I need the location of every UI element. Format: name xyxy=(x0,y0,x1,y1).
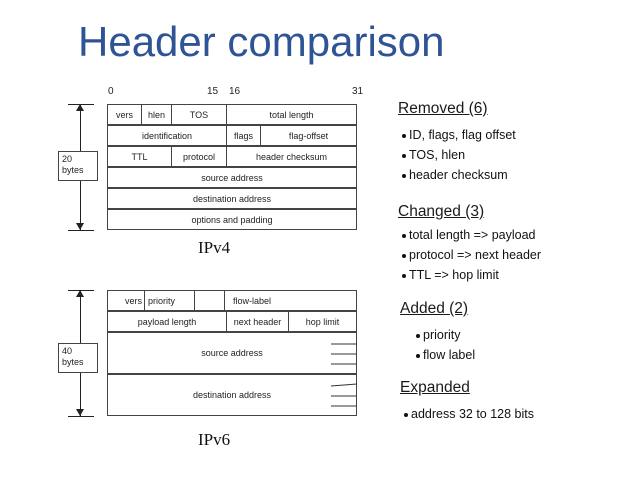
bullet-icon xyxy=(402,133,406,138)
ipv6-bytes-label: 40 bytes xyxy=(58,343,98,373)
ipv4-header-checksum-field: header checksum xyxy=(226,147,356,166)
ipv4-bytes-unit: bytes xyxy=(62,165,84,175)
ipv6-row-1: vers priority flow-label xyxy=(107,290,357,311)
ipv6-arrow-up-icon xyxy=(76,290,84,297)
ipv6-bytes-number: 40 xyxy=(62,346,73,356)
ipv4-bracket-bottom-tick xyxy=(68,230,94,231)
added-item-2-text: flow label xyxy=(423,348,476,362)
ipv4-arrow-down-icon xyxy=(76,223,84,230)
removed-item-3-text: header checksum xyxy=(409,168,508,182)
ipv6-next-header-field: next header xyxy=(226,312,288,331)
ipv6-row-2: payload length next header hop limit xyxy=(107,311,357,332)
changed-item-2-text: protocol => next header xyxy=(409,248,542,262)
bullet-icon xyxy=(402,253,406,258)
ipv6-destination-address-row: destination address xyxy=(107,374,357,416)
removed-item-2-text: TOS, hlen xyxy=(409,148,466,162)
ipv4-hlen-field: hlen xyxy=(141,105,171,124)
bullet-icon xyxy=(402,153,406,158)
bit-label-31: 31 xyxy=(352,86,364,97)
bullet-icon xyxy=(416,333,420,338)
added-item-1-text: priority xyxy=(423,328,461,342)
ipv4-tos-field: TOS xyxy=(171,105,226,124)
bullet-icon xyxy=(404,412,408,417)
ipv6-destination-address-field: destination address xyxy=(192,390,272,400)
page-title: Header comparison xyxy=(78,18,445,65)
changed-heading: Changed (3) xyxy=(398,203,485,220)
expanded-heading: Expanded xyxy=(400,379,470,396)
ipv6-header: vers priority flow-label payload length … xyxy=(107,290,357,416)
changed-item-1-text: total length => payload xyxy=(409,228,536,242)
ipv4-bytes-number: 20 xyxy=(62,154,73,164)
ipv6-bytes-unit: bytes xyxy=(62,357,84,367)
ipv4-source-address-field: source address xyxy=(201,172,263,183)
ipv6-payload-length-field: payload length xyxy=(137,316,197,327)
ipv6-arrow-down-icon xyxy=(76,409,84,416)
ipv6-flow-label-field: flow-label xyxy=(224,291,356,310)
ipv4-vers-field: vers xyxy=(115,109,133,120)
bullet-icon xyxy=(402,173,406,178)
ipv6-vers-field: vers xyxy=(124,295,142,306)
ipv4-row-3: TTL protocol header checksum xyxy=(107,146,357,167)
ipv4-row-2: identification flags flag-offset xyxy=(107,125,357,146)
ipv4-flags-field: flags xyxy=(226,126,260,145)
removed-item-2: TOS, hlen xyxy=(402,148,465,162)
ipv4-destination-address-field: destination address xyxy=(192,193,272,204)
ipv4-header: vers hlen TOS total length identificatio… xyxy=(107,104,357,230)
ipv6-priority-spacer xyxy=(194,291,224,310)
ipv6-source-address-field: source address xyxy=(201,348,263,358)
ipv4-protocol-field: protocol xyxy=(171,147,226,166)
removed-heading: Removed (6) xyxy=(398,100,488,117)
removed-item-1: ID, flags, flag offset xyxy=(402,128,516,142)
added-item-1: priority xyxy=(416,328,461,342)
ipv4-options-field: options and padding xyxy=(191,214,273,225)
changed-item-3: TTL => hop limit xyxy=(402,268,499,282)
ipv6-caption: IPv6 xyxy=(198,430,231,449)
ipv4-arrow-up-icon xyxy=(76,104,84,111)
expanded-item-1-text: address 32 to 128 bits xyxy=(411,407,534,421)
removed-item-3: header checksum xyxy=(402,168,508,182)
bullet-icon xyxy=(402,273,406,278)
ipv6-address-expansion-lines xyxy=(330,343,358,407)
removed-item-1-text: ID, flags, flag offset xyxy=(409,128,516,142)
expanded-item-1: address 32 to 128 bits xyxy=(404,407,534,421)
ipv6-hop-limit-field: hop limit xyxy=(288,312,356,331)
changed-item-1: total length => payload xyxy=(402,228,536,242)
ipv4-caption: IPv4 xyxy=(198,238,231,257)
ipv4-flag-offset-field: flag-offset xyxy=(260,126,356,145)
ipv4-row-1: vers hlen TOS total length xyxy=(107,104,357,125)
bullet-icon xyxy=(402,233,406,238)
bullet-icon xyxy=(416,353,420,358)
ipv4-destination-address-row: destination address xyxy=(107,188,357,209)
ipv6-bracket-bottom-tick xyxy=(68,416,94,417)
bit-label-0: 0 xyxy=(108,86,114,97)
bit-label-15: 15 xyxy=(207,86,219,97)
ipv6-priority-field: priority xyxy=(144,291,194,310)
ipv6-source-address-row: source address xyxy=(107,332,357,374)
added-heading: Added (2) xyxy=(400,300,469,317)
added-item-2: flow label xyxy=(416,348,475,362)
changed-item-2: protocol => next header xyxy=(402,248,541,262)
ipv4-ttl-field: TTL xyxy=(131,151,148,162)
ipv4-options-row: options and padding xyxy=(107,209,357,230)
ipv4-bytes-label: 20 bytes xyxy=(58,151,98,181)
ipv4-total-length-field: total length xyxy=(226,105,356,124)
bit-label-16: 16 xyxy=(229,86,241,97)
changed-item-3-text: TTL => hop limit xyxy=(409,268,499,282)
ipv4-source-address-row: source address xyxy=(107,167,357,188)
ipv4-identification-field: identification xyxy=(141,130,193,141)
